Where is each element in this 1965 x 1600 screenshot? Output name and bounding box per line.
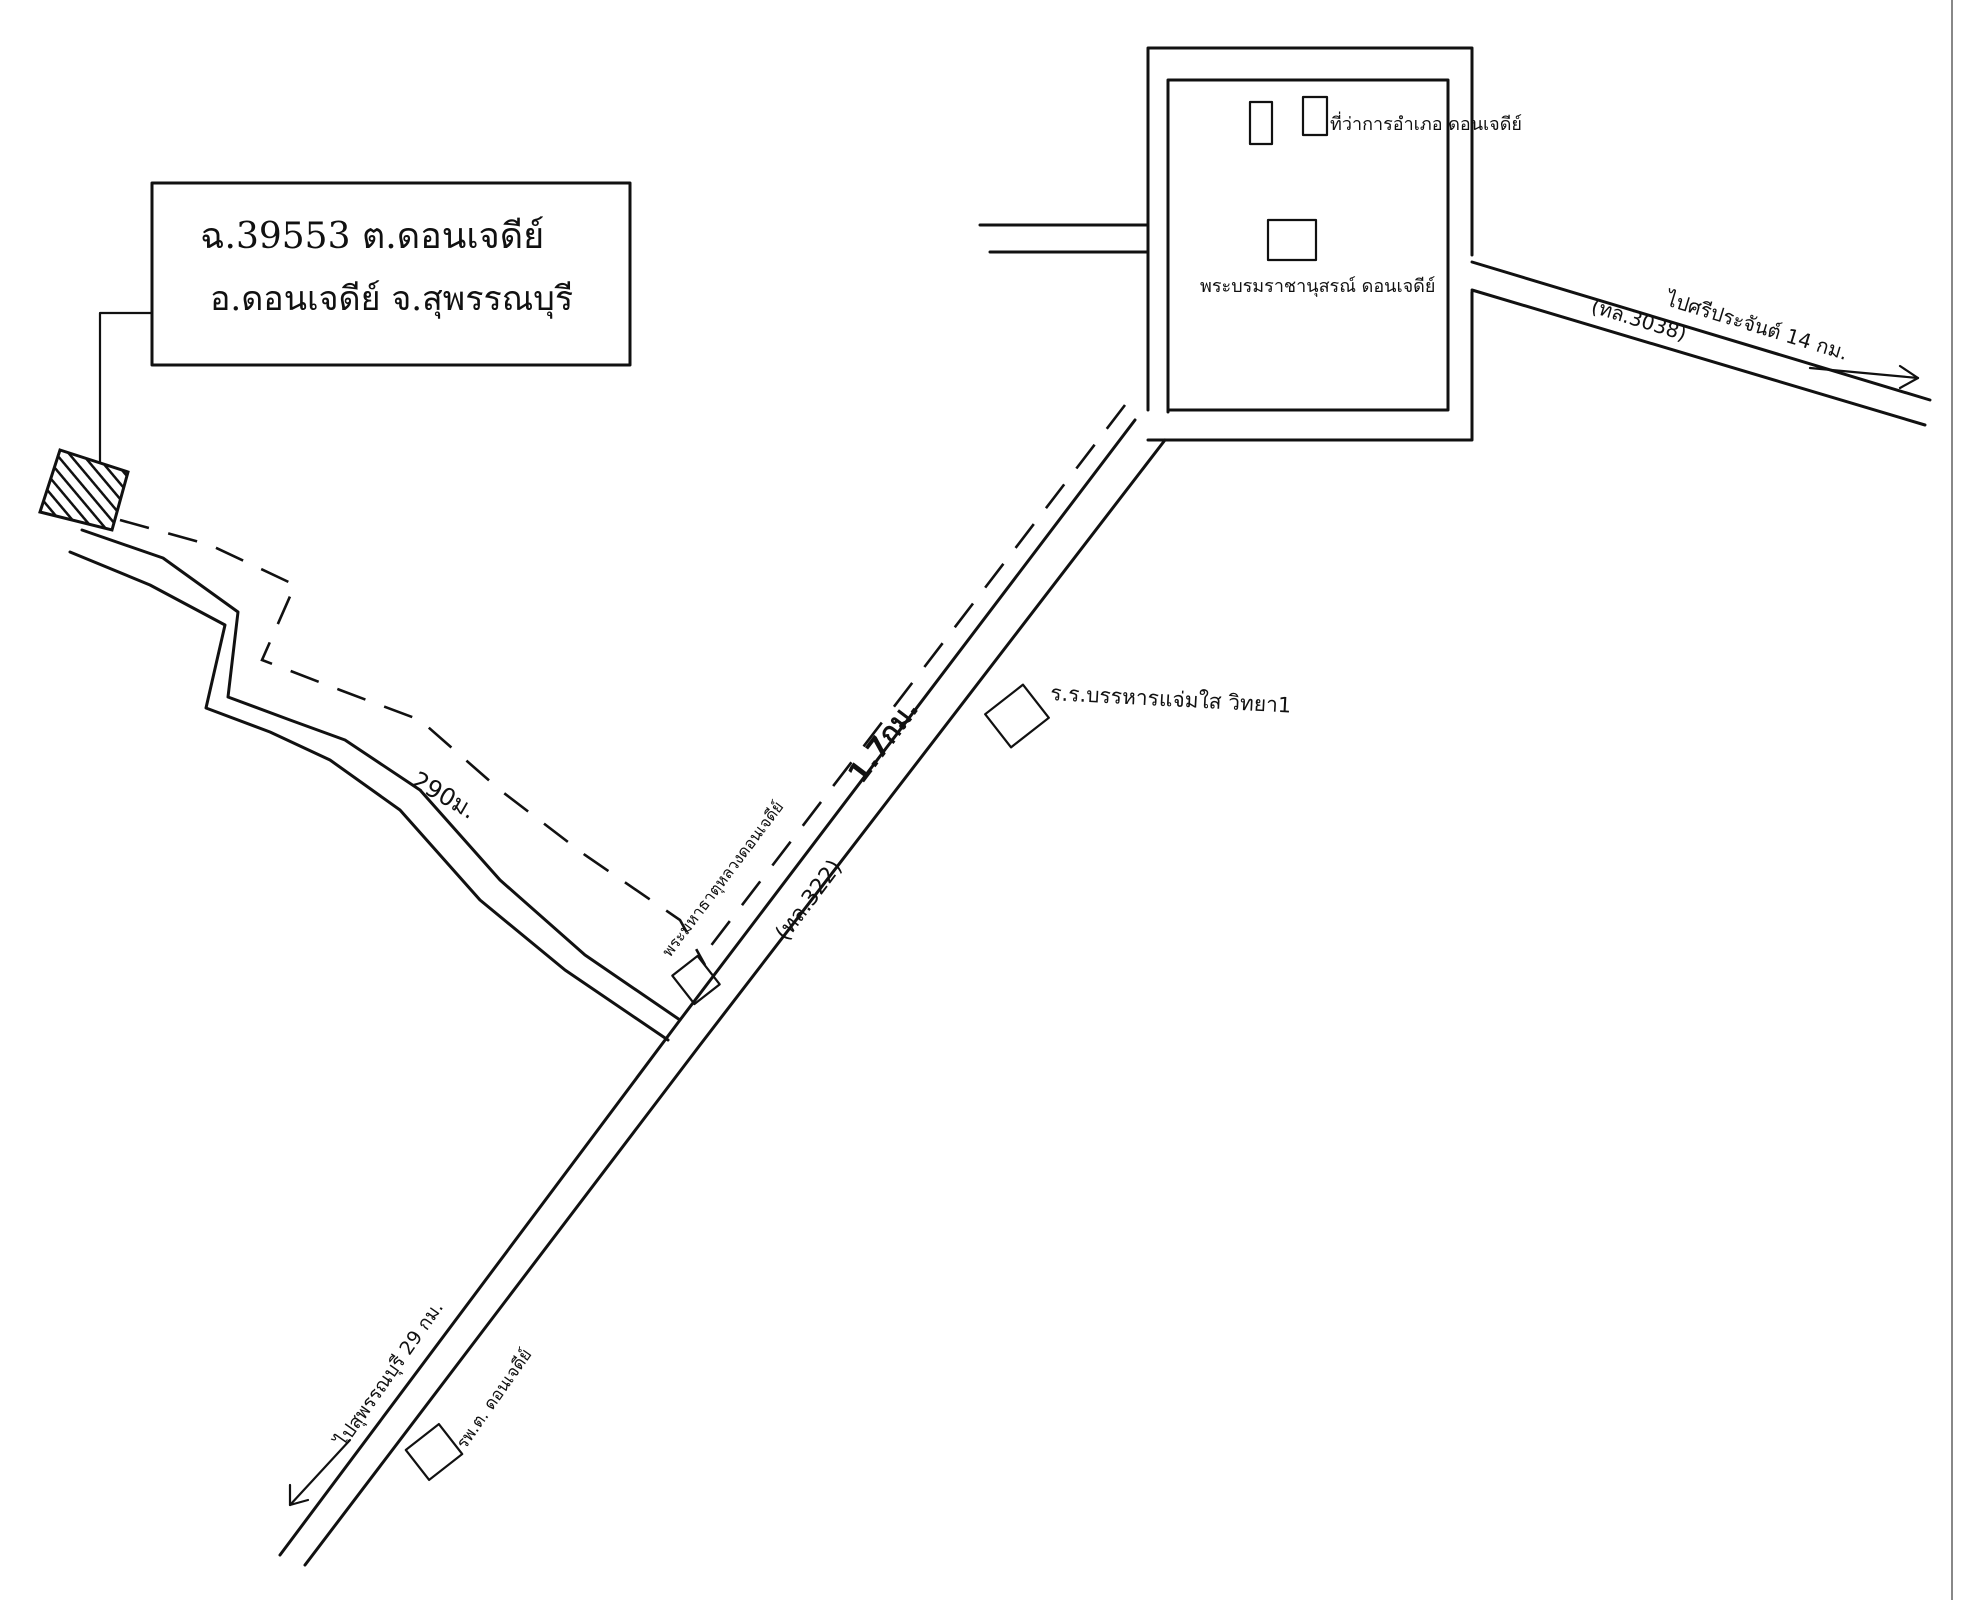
label-temple: พระมหาธาตุหลวงดอนเจดีย์ (658, 798, 788, 962)
label-district-office: ที่ว่าการอำเภอ ดอนเจดีย์ (1330, 111, 1522, 135)
district-office-building-2 (1301, 95, 1329, 137)
school-building (984, 683, 1050, 749)
label-school: ร.ร.บรรหารแจ่มใส วิทยา1 (1050, 681, 1292, 718)
monument-building (1266, 218, 1318, 262)
arrow-to-suphanburi (288, 1438, 352, 1507)
arrow-to-sriprachan (1808, 364, 1920, 390)
label-hospital: รพ.ต. ดอนเจดีย์ (453, 1345, 537, 1453)
legend-leader-line (98, 311, 154, 464)
highway-322 (278, 404, 1167, 1567)
parcel-marker (38, 448, 130, 532)
highway-3038 (1470, 260, 1932, 427)
district-office-building-1 (1248, 100, 1274, 146)
parcel-deed-line: ฉ.39553 ต.ดอนเจดีย์ (200, 216, 544, 257)
label-route-322: (ทล.322) (771, 855, 848, 945)
label-monument: พระบรมราชานุสรณ์ ดอนเจดีย์ (1200, 276, 1435, 297)
parcel-legend-box: ฉ.39553 ต.ดอนเจดีย์ อ.ดอนเจดีย์ จ.สุพรรณ… (150, 181, 632, 367)
label-distance-1-7km: 1.7กม. (841, 693, 925, 789)
hospital-building (404, 1422, 464, 1482)
access-road (68, 518, 707, 1042)
parcel-address-line: อ.ดอนเจดีย์ จ.สุพรรณบุรี (210, 279, 573, 319)
monument-compound (978, 46, 1474, 442)
label-to-sriprachan: ไปศรีประจันต์ 14 กม. (1662, 286, 1851, 365)
temple-building (671, 954, 721, 1006)
